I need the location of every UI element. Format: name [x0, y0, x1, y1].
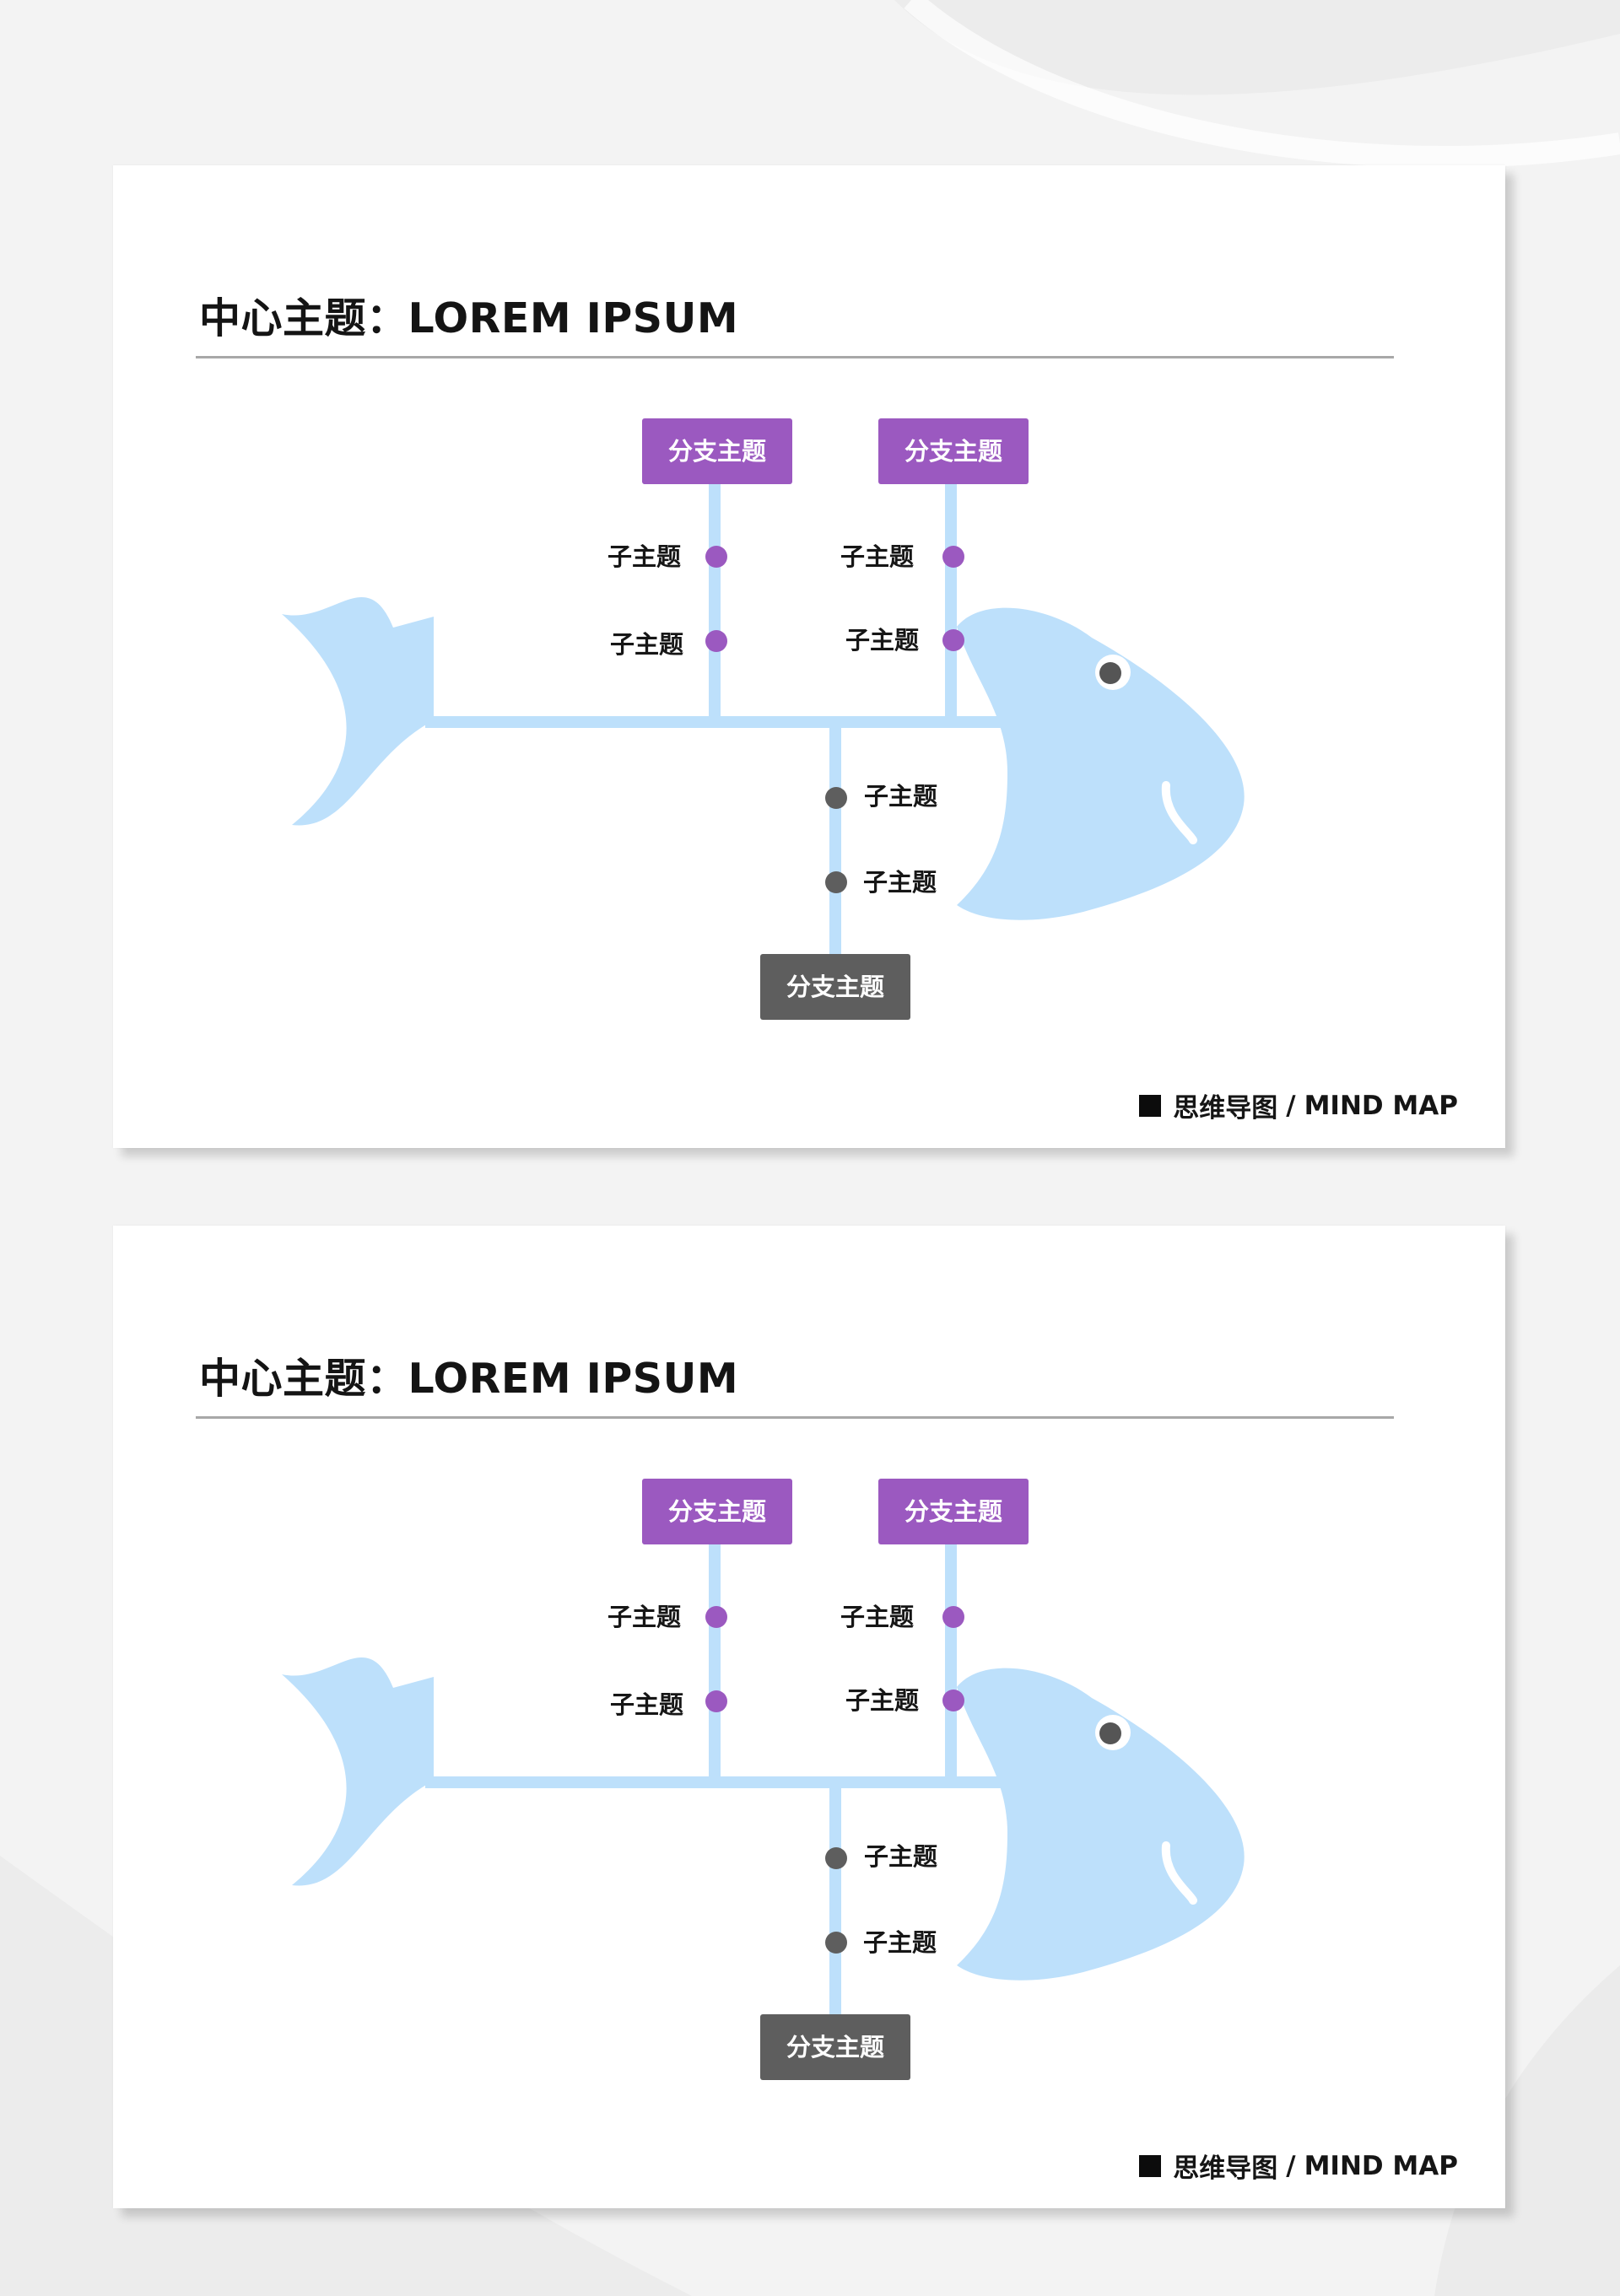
- branch-line-2: [945, 484, 957, 722]
- subtopic-label[interactable]: 子主题: [610, 630, 684, 659]
- fishbone-diagram: [282, 484, 1245, 957]
- subtopic-label[interactable]: 子主题: [863, 868, 937, 897]
- subtopic-label[interactable]: 子主题: [863, 1928, 937, 1957]
- subtopic-label[interactable]: 子主题: [608, 542, 682, 571]
- fish-pupil: [1099, 662, 1121, 684]
- fishbone-diagram: [282, 1544, 1245, 2017]
- subtopic-label[interactable]: 子主题: [840, 1603, 915, 1631]
- subtopic-dot: [825, 787, 847, 809]
- fish-tail-icon: [282, 596, 434, 826]
- footer-label-en: MIND MAP: [1304, 2150, 1458, 2181]
- square-icon: [1139, 1094, 1162, 1117]
- fish-head-icon: [957, 607, 1245, 920]
- branch-line-3: [829, 722, 841, 957]
- fish-pupil: [1099, 1722, 1121, 1744]
- subtopic-label[interactable]: 子主题: [864, 782, 938, 811]
- branch-topic-3[interactable]: 分支主题: [760, 2014, 910, 2080]
- subtopic-label[interactable]: 子主题: [845, 1686, 920, 1715]
- subtopic-dot: [942, 1606, 964, 1628]
- branch-topic-1[interactable]: 分支主题: [642, 1479, 792, 1544]
- square-icon: [1139, 2154, 1162, 2177]
- subtopic-dot: [825, 1932, 847, 1954]
- spine-line: [425, 1776, 1178, 1788]
- branch-line-3: [829, 1782, 841, 2017]
- branch-line-1: [709, 1544, 721, 1782]
- spine-line: [425, 716, 1178, 728]
- subtopic-label[interactable]: 子主题: [864, 1842, 938, 1871]
- subtopic-dot: [705, 630, 727, 652]
- mind-map-slide: 中心主题：LOREM IPSUM 分支主题 分支主题 分支主题 子主题 子主题 …: [113, 1226, 1505, 2208]
- branch-line-1: [709, 484, 721, 722]
- subtopic-dot: [705, 1606, 727, 1628]
- subtopic-dot: [825, 1847, 847, 1869]
- footer-caption: 思维导图 / MIND MAP: [1139, 1086, 1458, 1124]
- footer-caption: 思维导图 / MIND MAP: [1139, 2147, 1458, 2185]
- subtopic-dot: [705, 1690, 727, 1712]
- subtopic-label[interactable]: 子主题: [608, 1603, 682, 1631]
- title-divider: [196, 1416, 1394, 1419]
- footer-label-cn: 思维导图: [1173, 2153, 1278, 2184]
- branch-line-2: [945, 1544, 957, 1782]
- footer-label-en: MIND MAP: [1304, 1090, 1458, 1121]
- subtopic-dot: [942, 546, 964, 568]
- subtopic-dot: [825, 871, 847, 893]
- central-topic-title: 中心主题：LOREM IPSUM: [199, 1355, 739, 1403]
- fish-mouth: [1161, 781, 1197, 844]
- subtopic-label[interactable]: 子主题: [840, 542, 915, 571]
- branch-topic-3[interactable]: 分支主题: [760, 954, 910, 1020]
- subtopic-dot: [942, 1690, 964, 1711]
- fish-tail-icon: [282, 1657, 434, 1886]
- subtopic-label[interactable]: 子主题: [610, 1690, 684, 1719]
- subtopic-dot: [942, 629, 964, 651]
- central-topic-title: 中心主题：LOREM IPSUM: [199, 294, 739, 342]
- title-divider: [196, 356, 1394, 358]
- branch-topic-2[interactable]: 分支主题: [878, 418, 1029, 484]
- subtopic-label[interactable]: 子主题: [845, 626, 920, 655]
- mind-map-slide: 中心主题：LOREM IPSUM 分支主题 分支主题 分支主题 子主题 子主题 …: [113, 165, 1505, 1148]
- footer-separator: /: [1286, 2150, 1296, 2181]
- fish-head-icon: [957, 1668, 1245, 1981]
- footer-label-cn: 思维导图: [1173, 1093, 1278, 1124]
- branch-topic-2[interactable]: 分支主题: [878, 1479, 1029, 1544]
- branch-topic-1[interactable]: 分支主题: [642, 418, 792, 484]
- footer-separator: /: [1286, 1090, 1296, 1121]
- subtopic-dot: [705, 546, 727, 568]
- fish-mouth: [1161, 1841, 1197, 1905]
